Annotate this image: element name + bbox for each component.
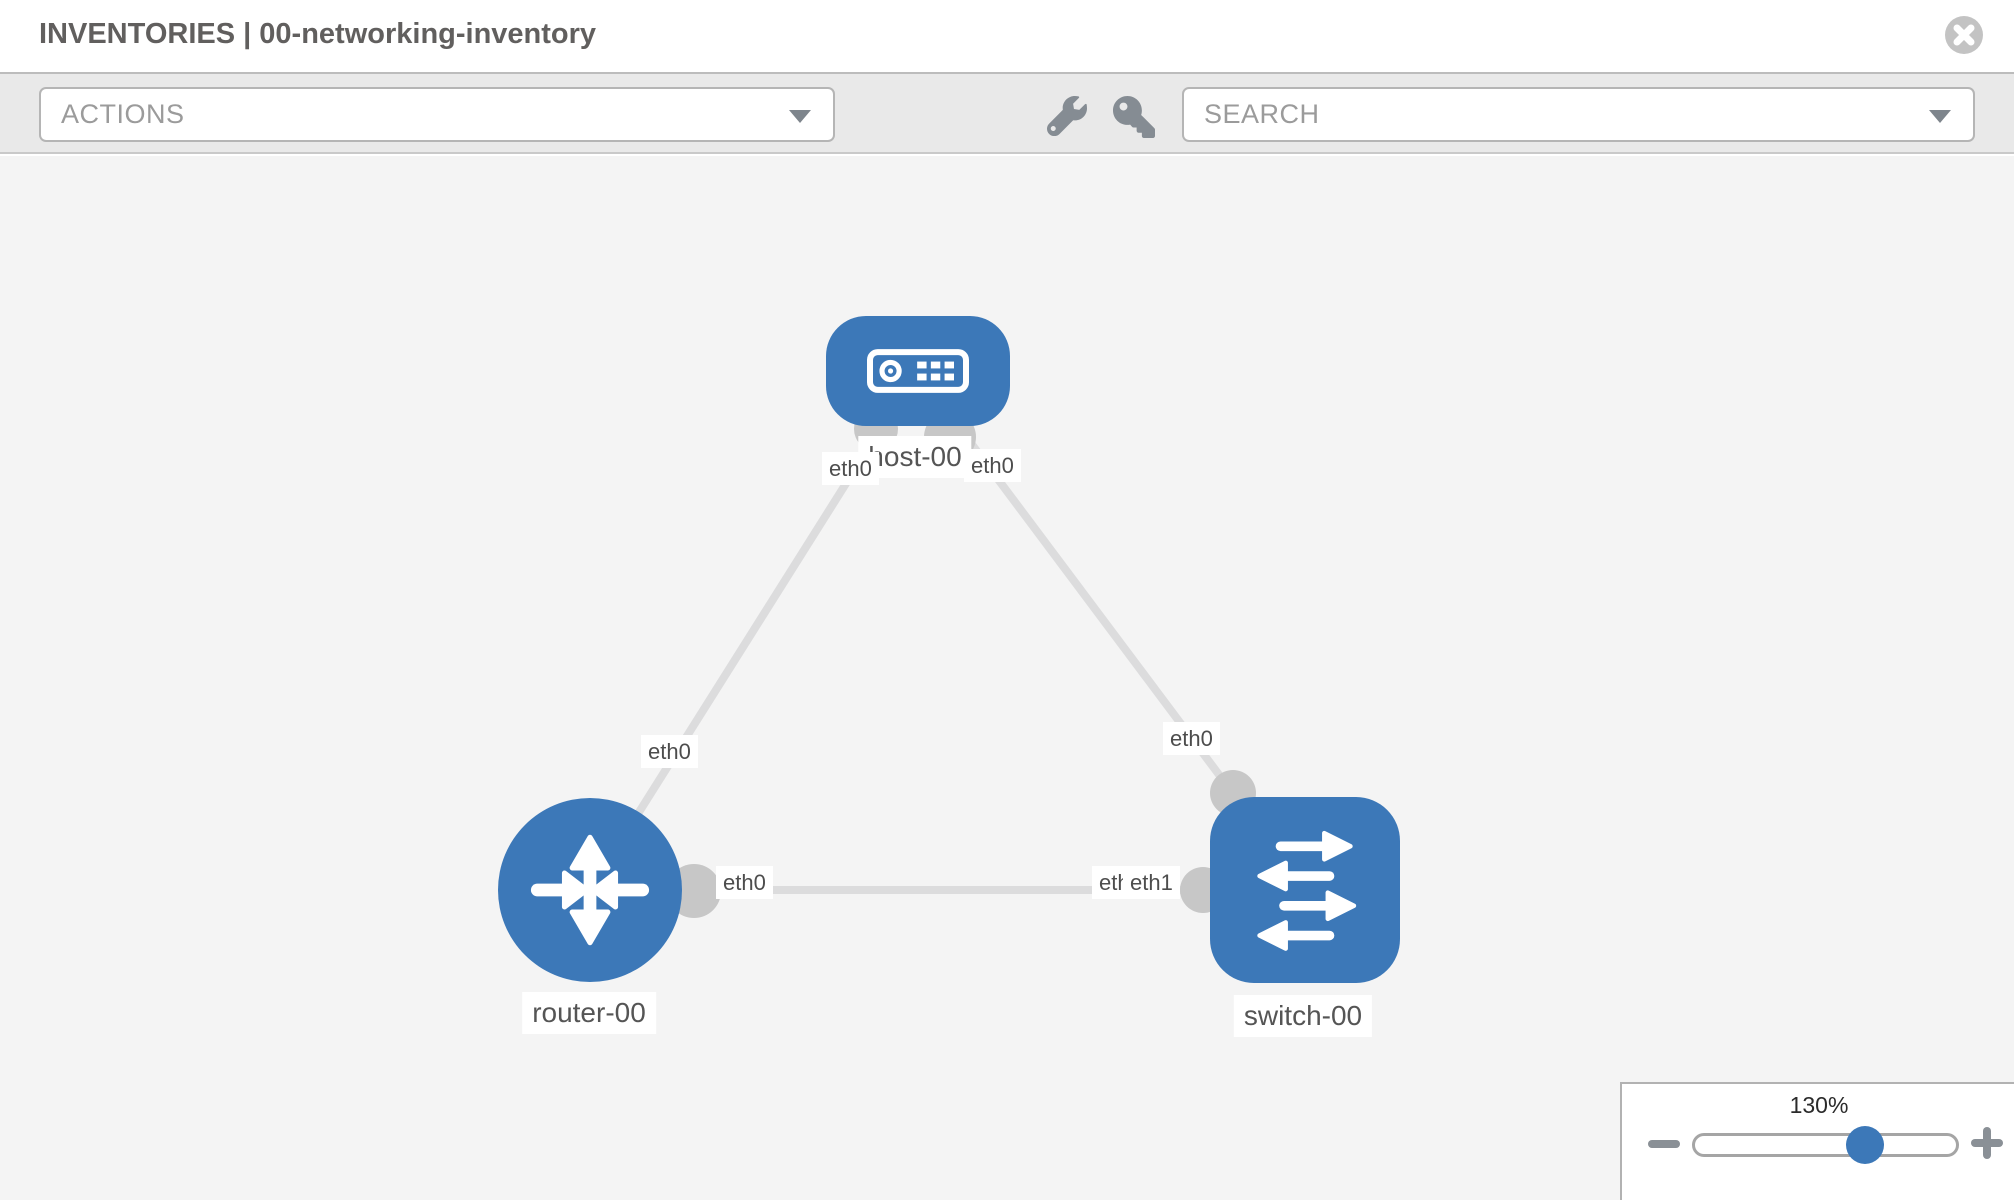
port-label-router-top: eth0 bbox=[641, 735, 698, 769]
node-router-00[interactable] bbox=[498, 798, 682, 982]
plus-icon bbox=[1983, 1127, 1991, 1159]
port-label-router-right: eth0 bbox=[716, 866, 773, 900]
topology-canvas[interactable]: host-00 router-00 switch-00 eth0 eth0 et… bbox=[0, 156, 2014, 1200]
port-label-host-right: eth0 bbox=[964, 449, 1021, 483]
host-icon bbox=[867, 349, 969, 393]
close-icon bbox=[1945, 16, 1983, 54]
close-button[interactable] bbox=[1944, 15, 1984, 55]
credentials-button[interactable] bbox=[1112, 96, 1156, 138]
chevron-down-icon bbox=[1929, 110, 1951, 123]
zoom-in-button[interactable] bbox=[1970, 1124, 2004, 1162]
wrench-icon bbox=[1046, 96, 1087, 137]
minus-icon bbox=[1648, 1140, 1680, 1148]
zoom-slider-track[interactable] bbox=[1692, 1133, 1959, 1157]
search-dropdown-label: SEARCH bbox=[1204, 99, 1320, 129]
node-switch-00[interactable] bbox=[1210, 797, 1400, 983]
page-title: INVENTORIES | 00-networking-inventory bbox=[39, 18, 597, 50]
tools-button[interactable] bbox=[1045, 96, 1089, 138]
zoom-panel: 130% bbox=[1620, 1082, 2014, 1200]
search-dropdown[interactable]: SEARCH bbox=[1182, 87, 1975, 142]
toolbar: ACTIONS SEARCH bbox=[0, 72, 2014, 154]
node-label-switch: switch-00 bbox=[1233, 995, 1373, 1038]
chevron-down-icon bbox=[789, 110, 811, 123]
node-label-router: router-00 bbox=[522, 992, 656, 1035]
actions-dropdown[interactable]: ACTIONS bbox=[39, 87, 835, 142]
zoom-out-button[interactable] bbox=[1648, 1131, 1680, 1155]
actions-dropdown-label: ACTIONS bbox=[61, 99, 185, 129]
header: INVENTORIES | 00-networking-inventory bbox=[0, 0, 2014, 72]
node-host-00[interactable] bbox=[826, 316, 1010, 426]
zoom-level-value: 130% bbox=[1789, 1092, 1849, 1118]
key-icon bbox=[1113, 96, 1155, 138]
router-icon bbox=[530, 834, 650, 946]
port-label-switch-top: eth0 bbox=[1163, 722, 1220, 756]
switch-icon bbox=[1257, 830, 1357, 951]
zoom-slider-thumb[interactable] bbox=[1846, 1126, 1884, 1164]
link-router-switch bbox=[590, 886, 1215, 894]
port-label-switch-left-front: eth1 bbox=[1123, 866, 1180, 900]
port-label-host-left: eth0 bbox=[822, 452, 879, 486]
